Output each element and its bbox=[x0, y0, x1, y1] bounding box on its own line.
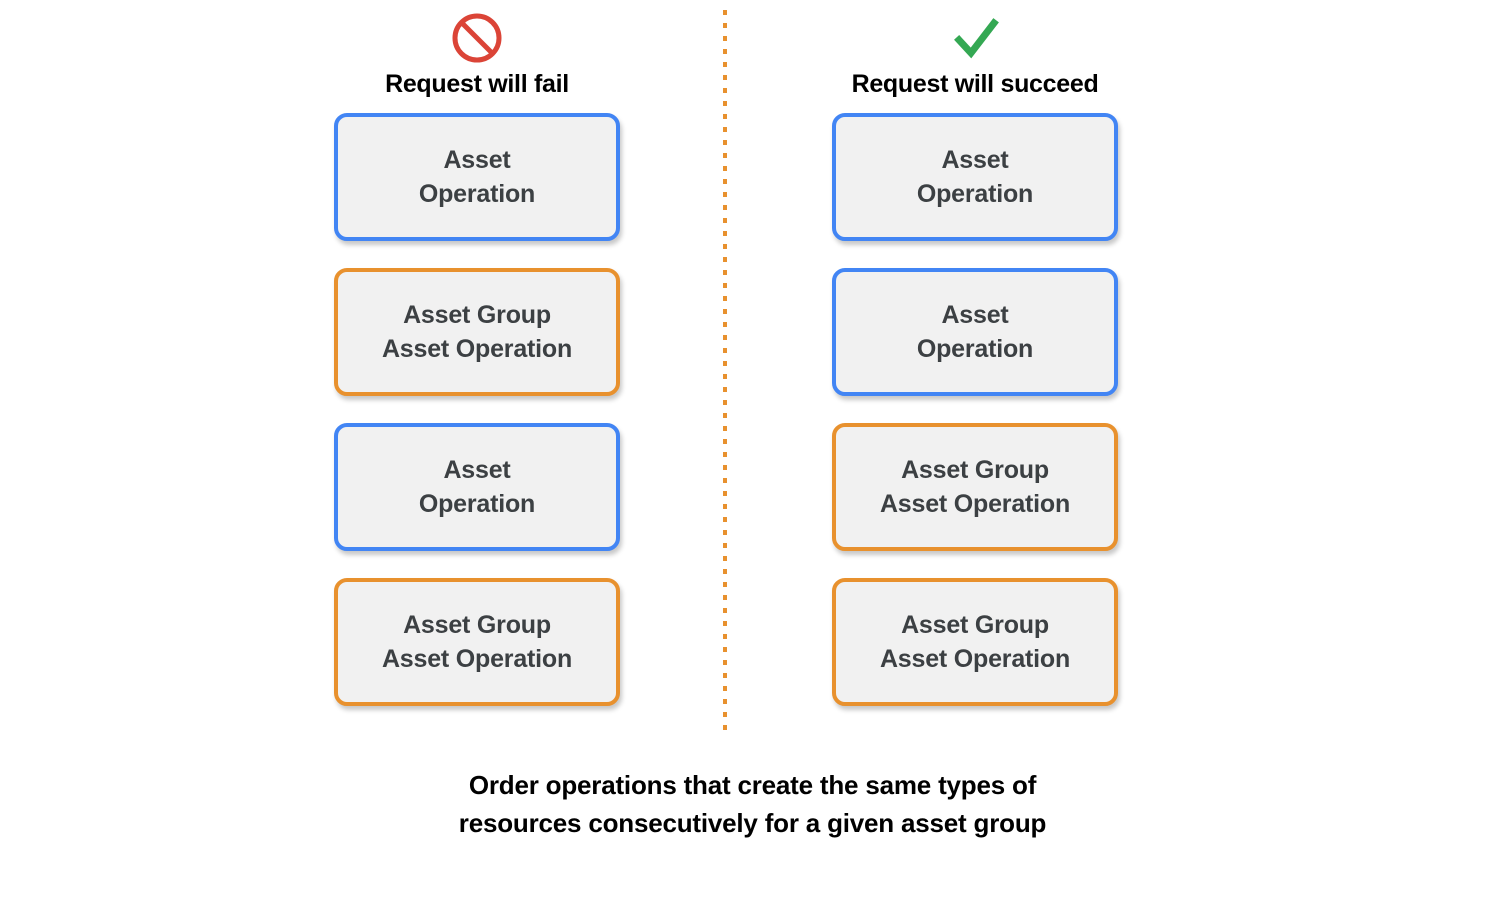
card-label: Asset Operation bbox=[916, 145, 1034, 209]
card-label: Asset Operation bbox=[418, 455, 536, 519]
card-asset-operation[interactable]: Asset Operation bbox=[832, 268, 1118, 396]
card-asset-group-asset-operation[interactable]: Asset Group Asset Operation bbox=[334, 268, 620, 396]
column-divider bbox=[723, 10, 727, 736]
column-header-succeed: Request will succeed bbox=[815, 10, 1135, 97]
card-stack-fail: Asset Operation Asset Group Asset Operat… bbox=[334, 113, 620, 733]
column-header-fail: Request will fail bbox=[317, 10, 637, 97]
checkmark-icon bbox=[954, 18, 999, 59]
card-label: Asset Group Asset Operation bbox=[381, 610, 573, 674]
prohibition-icon bbox=[452, 13, 502, 63]
column-title-fail: Request will fail bbox=[385, 70, 569, 98]
card-asset-operation[interactable]: Asset Operation bbox=[334, 113, 620, 241]
card-asset-group-asset-operation[interactable]: Asset Group Asset Operation bbox=[832, 423, 1118, 551]
diagram-caption: Order operations that create the same ty… bbox=[458, 770, 1047, 839]
column-title-succeed: Request will succeed bbox=[851, 70, 1099, 98]
card-asset-operation[interactable]: Asset Operation bbox=[832, 113, 1118, 241]
card-asset-group-asset-operation[interactable]: Asset Group Asset Operation bbox=[334, 578, 620, 706]
card-stack-succeed: Asset Operation Asset Operation Asset Gr… bbox=[832, 113, 1118, 733]
card-label: Asset Group Asset Operation bbox=[879, 610, 1071, 674]
card-label: Asset Operation bbox=[916, 300, 1034, 364]
card-label: Asset Group Asset Operation bbox=[381, 300, 573, 364]
card-label: Asset Operation bbox=[418, 145, 536, 209]
card-label: Asset Group Asset Operation bbox=[879, 455, 1071, 519]
card-asset-operation[interactable]: Asset Operation bbox=[334, 423, 620, 551]
card-asset-group-asset-operation[interactable]: Asset Group Asset Operation bbox=[832, 578, 1118, 706]
